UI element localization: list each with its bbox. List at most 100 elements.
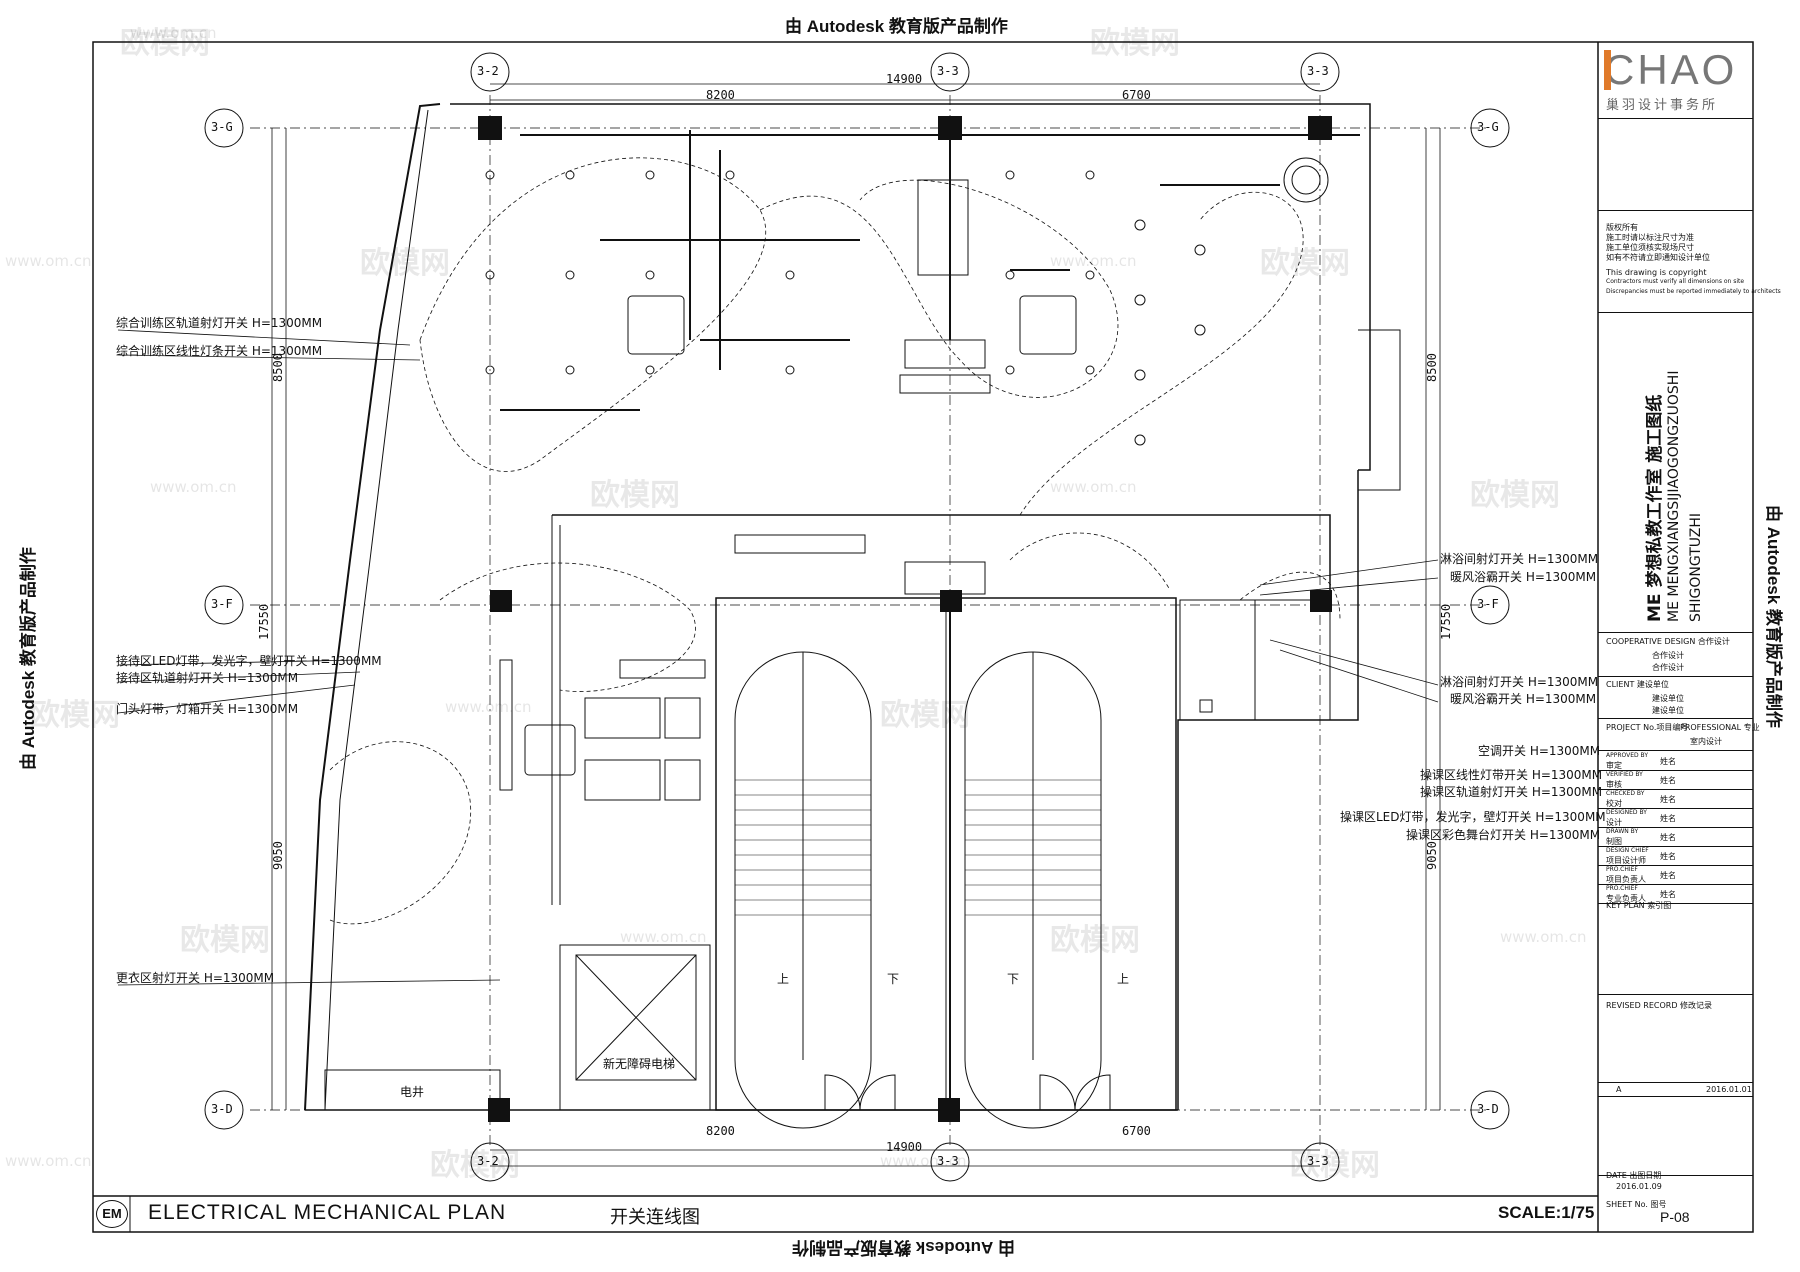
grid-label-col: 3-2 xyxy=(477,1154,499,1168)
date-label: DATE 出图日期 xyxy=(1606,1171,1662,1180)
tb-rule xyxy=(1598,632,1753,633)
grid-label-row: 3-G xyxy=(1477,120,1499,134)
switch-note: 暖风浴霸开关 H=1300MM xyxy=(1450,692,1597,706)
exterior-wall-curtain-inner xyxy=(324,109,429,1111)
role-row: PRO.CHIEF 专业负责人 姓名 xyxy=(1598,885,1753,904)
elevator-cross-b xyxy=(575,954,697,1081)
role-cn: 审核 xyxy=(1606,780,1622,789)
project-name: ME 梦想私教工作室 施工图纸 xyxy=(1645,394,1665,622)
switch-note: 操课区线性灯带开关 H=1300MM xyxy=(1420,768,1603,782)
stair-treads xyxy=(735,779,1101,916)
revision-mark: A xyxy=(1616,1085,1622,1094)
watermark-brand: 欧模网 xyxy=(590,478,680,513)
role-en: PRO.CHIEF xyxy=(1606,866,1638,873)
door-swing xyxy=(1074,1074,1111,1111)
role-row: DRAWN BY 制图 姓名 xyxy=(1598,828,1753,847)
role-signature: 姓名 xyxy=(1660,776,1676,785)
role-en: PRO.CHIEF xyxy=(1606,885,1638,892)
role-row: VERIFIED BY 审核 姓名 xyxy=(1598,771,1753,790)
client-value: 建设单位 xyxy=(1652,706,1684,715)
grid-label-col: 3-3 xyxy=(937,64,959,78)
elevator-label: 新无障碍电梯 xyxy=(603,1057,676,1071)
role-cn: 设计 xyxy=(1606,818,1622,827)
drawing-title: ELECTRICAL MECHANICAL PLAN xyxy=(148,1201,507,1224)
watermark-brand: 欧模网 xyxy=(1090,26,1180,61)
key-plan-label: KEY PLAN 索引图 xyxy=(1606,901,1672,910)
watermark-brand: 欧模网 xyxy=(1290,1148,1380,1183)
tb-rule xyxy=(1598,750,1753,751)
stair-flight-right xyxy=(964,651,1102,1129)
role-signature: 姓名 xyxy=(1660,757,1676,766)
role-row: APPROVED BY 审定 姓名 xyxy=(1598,752,1753,771)
dimension-top: 6700 xyxy=(1122,88,1151,102)
watermark-url: www.om.cn xyxy=(5,252,92,270)
role-cn: 项目负责人 xyxy=(1606,875,1646,884)
dimension-bottom: 6700 xyxy=(1122,1124,1151,1138)
watermark-brand: 欧模网 xyxy=(120,26,210,61)
door-swing xyxy=(1039,1074,1076,1111)
tb-rule xyxy=(1598,210,1753,211)
role-cn: 专业负责人 xyxy=(1606,894,1646,903)
watermark-url: www.om.cn xyxy=(620,928,707,946)
watermark-brand: 欧模网 xyxy=(1260,246,1350,281)
role-cn: 项目设计师 xyxy=(1606,856,1646,865)
downlights xyxy=(485,170,1206,446)
grid-label-col: 3-3 xyxy=(1307,64,1329,78)
exterior-wall-top xyxy=(450,103,1371,471)
fitness-equipment xyxy=(499,157,1329,801)
tb-note: 施工时请以标注尺寸为准 xyxy=(1606,233,1694,242)
drawing-scale: SCALE:1/75 xyxy=(1498,1203,1595,1222)
dimension-bottom: 8200 xyxy=(706,1124,735,1138)
tb-rule xyxy=(1598,312,1753,313)
dimension-top-total: 14900 xyxy=(886,72,923,86)
switch-note: 空调开关 H=1300MM xyxy=(1478,744,1601,758)
partition-training xyxy=(552,514,1331,600)
tb-rule xyxy=(1598,676,1753,677)
sheet-number: P-08 xyxy=(1660,1209,1690,1225)
role-signature: 姓名 xyxy=(1660,890,1676,899)
dimension-top: 8200 xyxy=(706,88,735,102)
role-row: DESIGNED BY 设计 姓名 xyxy=(1598,809,1753,828)
role-en: DESIGNED BY xyxy=(1606,809,1647,816)
sheet-label: SHEET No. 图号 xyxy=(1606,1200,1667,1209)
left-banner: 由 Autodesk 教育版产品制作 xyxy=(19,547,38,770)
role-signature: 姓名 xyxy=(1660,852,1676,861)
tb-rule xyxy=(1598,1096,1753,1097)
shaft-label: 电井 xyxy=(400,1085,425,1099)
project-pinyin: SHIGONGTUZHI xyxy=(1688,512,1704,622)
watermark-url: www.om.cn xyxy=(130,24,217,42)
watermark-url: www.om.cn xyxy=(1050,252,1137,270)
project-no-label: PROJECT No.项目编号 xyxy=(1606,723,1689,732)
revised-label: REVISED RECORD 修改记录 xyxy=(1606,1001,1713,1010)
watermark-url: www.om.cn xyxy=(5,1152,92,1170)
watermark-url: www.om.cn xyxy=(1050,478,1137,496)
dimension-left: 9050 xyxy=(271,841,285,870)
switch-note: 操课区轨道射灯开关 H=1300MM xyxy=(1420,785,1603,799)
drawing-code: EM xyxy=(96,1200,128,1228)
grid-label-row: 3-F xyxy=(1477,597,1499,611)
tb-rule xyxy=(1598,718,1753,719)
grid-bubbles xyxy=(204,52,1510,1182)
watermark-brand: 欧模网 xyxy=(180,923,270,958)
elevator-car xyxy=(575,954,697,1081)
dimension-right-total: 17550 xyxy=(1439,603,1453,640)
role-signature: 姓名 xyxy=(1660,833,1676,842)
watermark-url: www.om.cn xyxy=(1500,928,1587,946)
stair-down-label: 下 xyxy=(887,972,900,986)
top-banner: 由 Autodesk 教育版产品制作 xyxy=(785,17,1008,36)
dimension-right: 8500 xyxy=(1425,353,1439,382)
client-label: CLIENT 建设单位 xyxy=(1606,680,1669,689)
role-cn: 制图 xyxy=(1606,837,1622,846)
dimension-left-total: 17550 xyxy=(257,603,271,640)
tb-note: This drawing is copyright xyxy=(1606,268,1707,277)
tb-rule xyxy=(1598,1082,1753,1083)
professional-label: PROFESSIONAL 专业 xyxy=(1680,723,1760,732)
role-row: DESIGN CHIEF 项目设计师 姓名 xyxy=(1598,847,1753,866)
grid-axis-lines xyxy=(250,95,1490,1145)
watermark-brand: 欧模网 xyxy=(30,698,120,733)
bottom-banner: 由 Autodesk 教育版产品制作 xyxy=(792,1238,1015,1257)
cooperative-label: COOPERATIVE DESIGN 合作设计 xyxy=(1606,637,1730,646)
grid-label-row: 3-D xyxy=(211,1102,233,1116)
role-row: CHECKED BY 校对 姓名 xyxy=(1598,790,1753,809)
exterior-wall-right xyxy=(1177,470,1359,1110)
